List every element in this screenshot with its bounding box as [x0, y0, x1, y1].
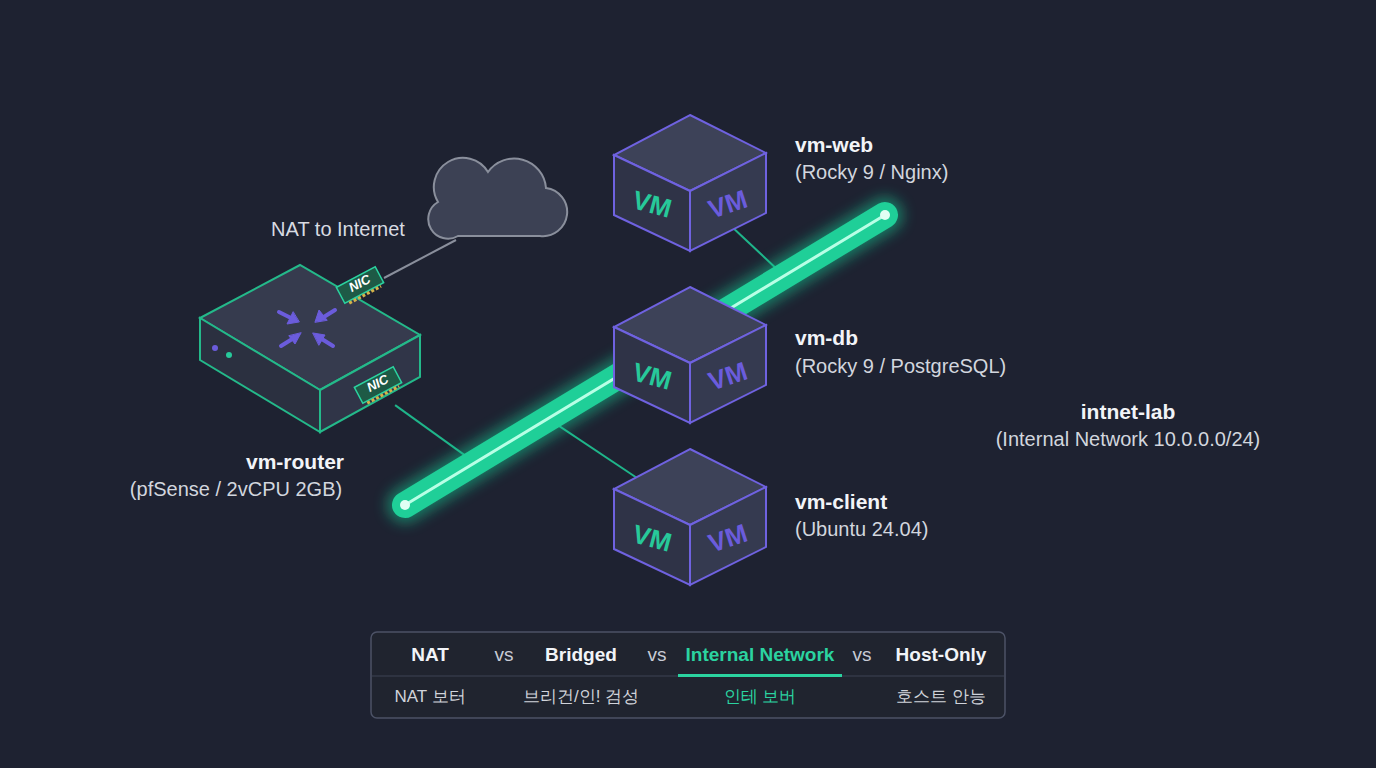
- comparison-table: [371, 632, 1005, 718]
- node-subtitle: (Rocky 9 / Nginx): [795, 161, 948, 184]
- node-subtitle: (Internal Network 10.0.0.0/24): [996, 428, 1261, 451]
- wire-label: NAT to Internet: [271, 218, 405, 241]
- table-cell: 브리건/인! 검성: [523, 687, 639, 707]
- node-heading: vm-db: [795, 326, 858, 350]
- vm-cube: VMVMvm-web(Rocky 9 / Nginx): [612, 113, 768, 253]
- table-cell: 호스트 안능: [896, 687, 986, 707]
- cloud-icon: [428, 158, 567, 239]
- table-cell: NAT: [411, 644, 449, 666]
- table-cell: vs: [495, 644, 514, 666]
- table-cell: 인테 보버: [724, 687, 797, 707]
- cube-shape: [612, 285, 768, 425]
- table-cell: vs: [648, 644, 667, 666]
- node-heading: intnet-lab: [1081, 400, 1176, 424]
- cube-shape: [612, 447, 768, 587]
- router-shape: [195, 260, 425, 440]
- node-heading: vm-web: [795, 133, 873, 157]
- node-subtitle: (pfSense / 2vCPU 2GB): [130, 478, 342, 501]
- table-cell: vs: [853, 644, 872, 666]
- node-heading: vm-router: [246, 450, 344, 474]
- table-highlight: [678, 674, 842, 677]
- vm-cube: VMVMvm-db(Rocky 9 / PostgreSQL): [612, 285, 768, 425]
- table-cell: Bridged: [545, 644, 617, 666]
- node-subtitle: (Ubuntu 24.04): [795, 518, 928, 541]
- vm-cube: VMVMvm-client(Ubuntu 24.04): [612, 447, 768, 587]
- node-heading: vm-client: [795, 490, 887, 514]
- table-cell: Internal Network: [686, 644, 835, 666]
- node-subtitle: (Rocky 9 / PostgreSQL): [795, 355, 1006, 378]
- table-cell: Host-Only: [896, 644, 987, 666]
- table-cell: NAT 보터: [394, 687, 465, 707]
- nat-wire: [384, 240, 456, 278]
- router-node: vm-router(pfSense / 2vCPU 2GB): [195, 260, 425, 440]
- cube-shape: [612, 113, 768, 253]
